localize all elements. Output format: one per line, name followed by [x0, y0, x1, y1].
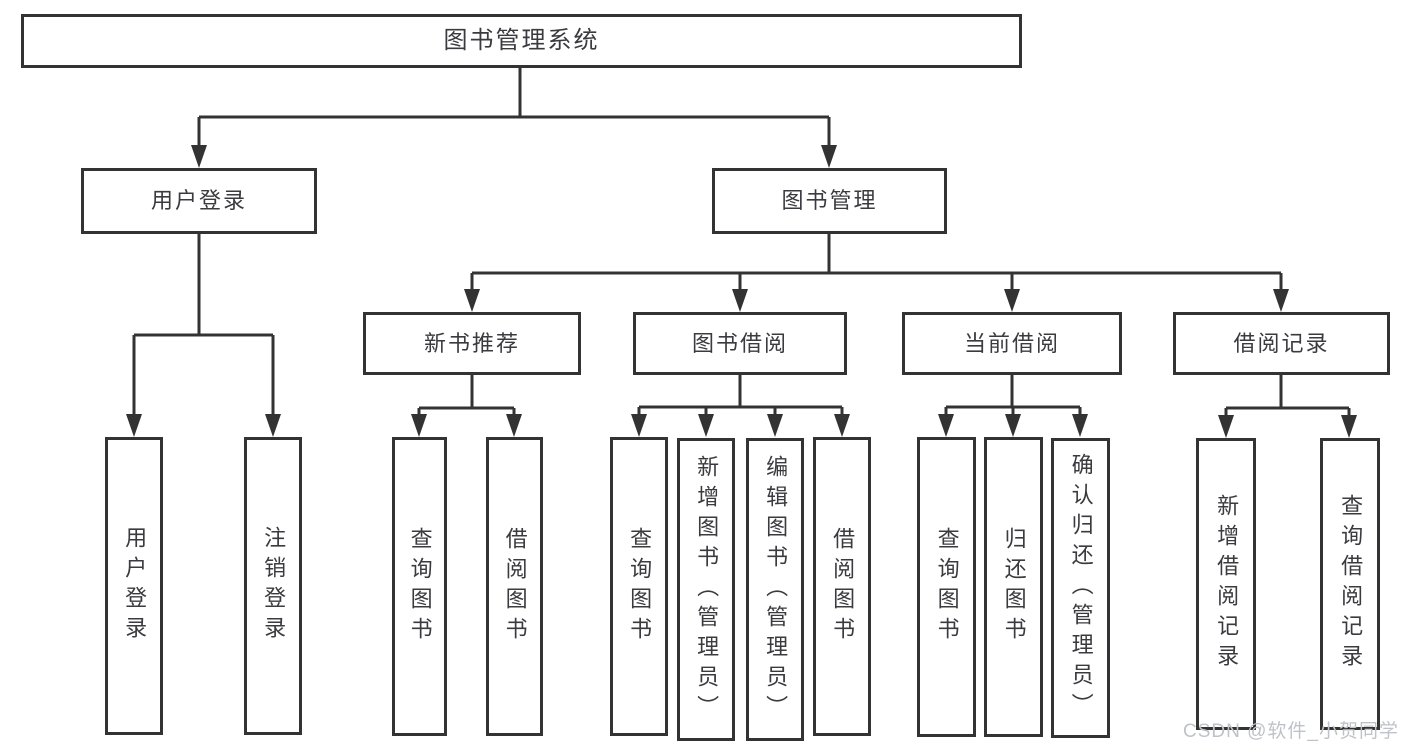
leaf-user-login: 用户登录: [105, 437, 163, 735]
node-label: 确认归还（管理员）: [1068, 453, 1094, 723]
node-label: 查询图书: [934, 527, 960, 647]
node-label: 图书借阅: [691, 330, 788, 356]
node-label: 新增图书（管理员）: [694, 454, 720, 725]
node-label: 归还图书: [1001, 527, 1027, 647]
node-label: 图书管理: [781, 188, 878, 213]
leaf-query-books-current: 查询图书: [917, 437, 976, 737]
node-new-book-recommend: 新书推荐: [363, 312, 581, 375]
node-label: 查询图书: [407, 526, 433, 647]
node-library-system: 图书管理系统: [21, 14, 1022, 68]
node-label: 编辑图书（管理员）: [763, 454, 789, 725]
node-borrow-records: 借阅记录: [1173, 312, 1390, 375]
leaf-borrow-books-recommend: 借阅图书: [486, 437, 543, 736]
node-current-borrowing: 当前借阅: [902, 312, 1122, 375]
node-label: 新增借阅记录: [1214, 494, 1240, 674]
node-book-management: 图书管理: [712, 168, 947, 234]
node-user-login: 用户登录: [81, 168, 317, 234]
leaf-confirm-return-admin: 确认归还（管理员）: [1051, 438, 1110, 738]
node-label: 查询图书: [627, 526, 653, 647]
node-label: 用户登录: [122, 526, 148, 646]
leaf-borrow-books: 借阅图书: [813, 437, 871, 736]
node-label: 借阅图书: [502, 526, 528, 647]
leaf-logout: 注销登录: [244, 437, 302, 735]
leaf-query-books-recommend: 查询图书: [392, 437, 447, 736]
leaf-edit-books-admin: 编辑图书（管理员）: [746, 438, 804, 741]
leaf-add-borrow-record: 新增借阅记录: [1196, 438, 1256, 730]
node-label: 用户登录: [150, 188, 247, 213]
node-label: 当前借阅: [963, 330, 1060, 356]
leaf-query-books-borrow: 查询图书: [610, 437, 668, 736]
leaf-query-borrow-record: 查询借阅记录: [1320, 438, 1380, 730]
node-label: 注销登录: [261, 526, 287, 646]
node-book-borrowing: 图书借阅: [633, 312, 847, 375]
leaf-return-books: 归还图书: [984, 437, 1043, 737]
node-label: 图书管理系统: [443, 27, 600, 54]
watermark: CSDN @软件_小贺同学: [1183, 721, 1399, 742]
node-label: 查询借阅记录: [1338, 494, 1364, 674]
node-label: 借阅记录: [1233, 330, 1330, 356]
node-label: 新书推荐: [423, 330, 520, 356]
node-label: 借阅图书: [830, 526, 856, 647]
leaf-add-books-admin: 新增图书（管理员）: [677, 438, 735, 741]
